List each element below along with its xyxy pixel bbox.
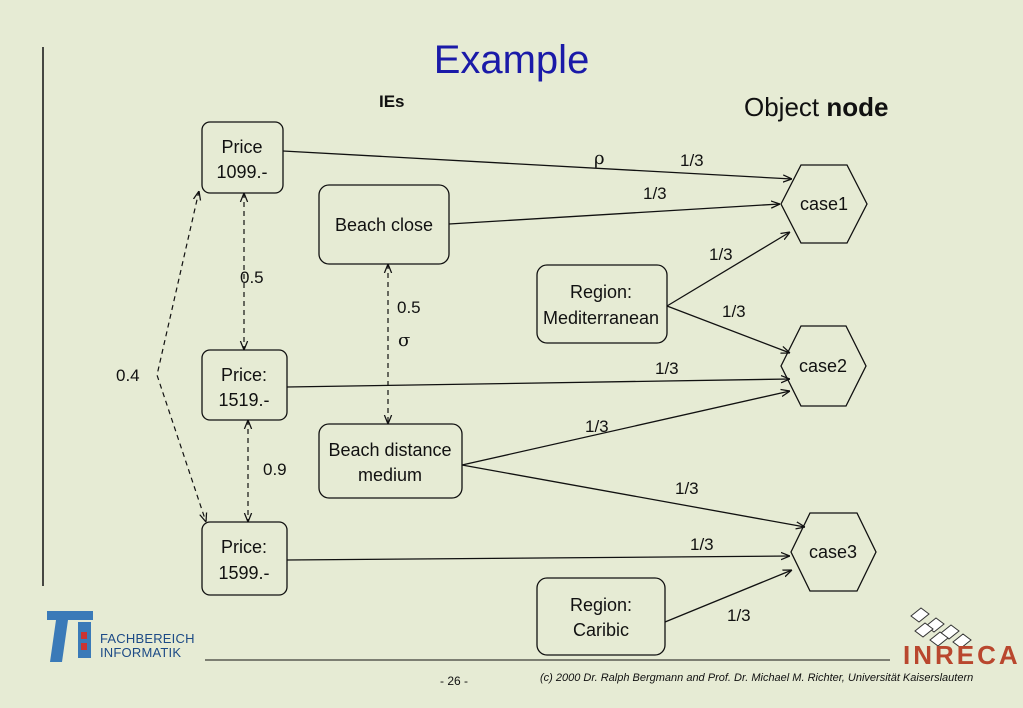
slide-title: Example [433, 38, 590, 82]
node-region-caribic-line2: Caribic [573, 620, 629, 640]
node-case1 [780, 164, 868, 244]
node-price-1599 [201, 521, 288, 596]
node-case3-label: case3 [809, 542, 857, 562]
label-beachclose-case1: 1/3 [643, 184, 667, 203]
node-case3 [790, 512, 877, 592]
label-sim-1099-1519: 0.5 [240, 268, 264, 287]
label-p1519-case2: 1/3 [655, 359, 679, 378]
node-case2-label: case2 [799, 356, 847, 376]
inreca-logo-icon [910, 607, 972, 649]
object-node-emphasis: node [826, 92, 889, 122]
object-node-heading: Object node [744, 92, 889, 123]
dept-name-line2: INFORMATIK [100, 645, 182, 660]
object-node-prefix: Object [744, 92, 820, 122]
node-price-1099-line2: 1099.- [216, 162, 267, 182]
ies-label: IEs [379, 92, 405, 111]
edge-med-case2 [666, 305, 790, 353]
label-sim-1519-1599: 0.9 [263, 460, 287, 479]
node-region-caribic-line1: Region: [570, 595, 632, 615]
node-beach-medium-line1: Beach distance [328, 440, 451, 460]
sim-edge-1099-1599 [156, 191, 206, 522]
node-beach-medium [318, 423, 463, 499]
fachbereich-logo-icon [47, 611, 93, 662]
node-beach-close [318, 184, 450, 265]
node-price-1519-line1: Price: [221, 365, 267, 385]
node-price-1099-line1: Price [221, 137, 262, 157]
copyright-notice: (c) 2000 Dr. Ralph Bergmann and Prof. Dr… [540, 672, 974, 684]
node-beach-close-label: Beach close [335, 215, 433, 235]
label-sim-beach: 0.5 [397, 298, 421, 317]
label-med-case2: 1/3 [722, 302, 746, 321]
node-price-1099 [201, 121, 284, 194]
node-beach-medium-line2: medium [358, 465, 422, 485]
node-case1-label: case1 [800, 194, 848, 214]
node-price-1599-line2: 1599.- [218, 563, 269, 583]
edge-medium-case3 [461, 464, 805, 527]
edge-price1519-case2 [286, 379, 790, 388]
node-price-1519-line2: 1519.- [218, 390, 269, 410]
edge-caribic-case3 [664, 570, 792, 623]
node-region-med-line1: Region: [570, 282, 632, 302]
edge-price1599-case3 [286, 556, 790, 561]
inreca-logo-text: INRECA [903, 640, 1021, 670]
dept-name-line1: FACHBEREICH [100, 631, 195, 646]
edge-med-case1 [666, 232, 790, 307]
label-medium-case3: 1/3 [675, 479, 699, 498]
label-p1599-case3: 1/3 [690, 535, 714, 554]
edge-price1099-case1 [282, 150, 792, 179]
node-price-1519 [201, 349, 288, 421]
edge-beachclose-case1 [448, 204, 780, 225]
label-med-case1: 1/3 [709, 245, 733, 264]
edge-medium-case2 [461, 391, 790, 466]
label-carib-case3: 1/3 [727, 606, 751, 625]
node-region-med [536, 264, 668, 344]
page-number: - 26 - [440, 674, 469, 688]
label-sim-1099-1599: 0.4 [116, 366, 140, 385]
label-p1099-case1: 1/3 [680, 151, 704, 170]
node-price-1599-line1: Price: [221, 537, 267, 557]
label-medium-case2: 1/3 [585, 417, 609, 436]
label-sigma: σ [398, 330, 410, 351]
node-region-caribic [536, 577, 666, 656]
node-region-med-line2: Mediterranean [543, 308, 659, 328]
label-rho: ρ [594, 148, 605, 169]
node-case2 [780, 325, 867, 407]
